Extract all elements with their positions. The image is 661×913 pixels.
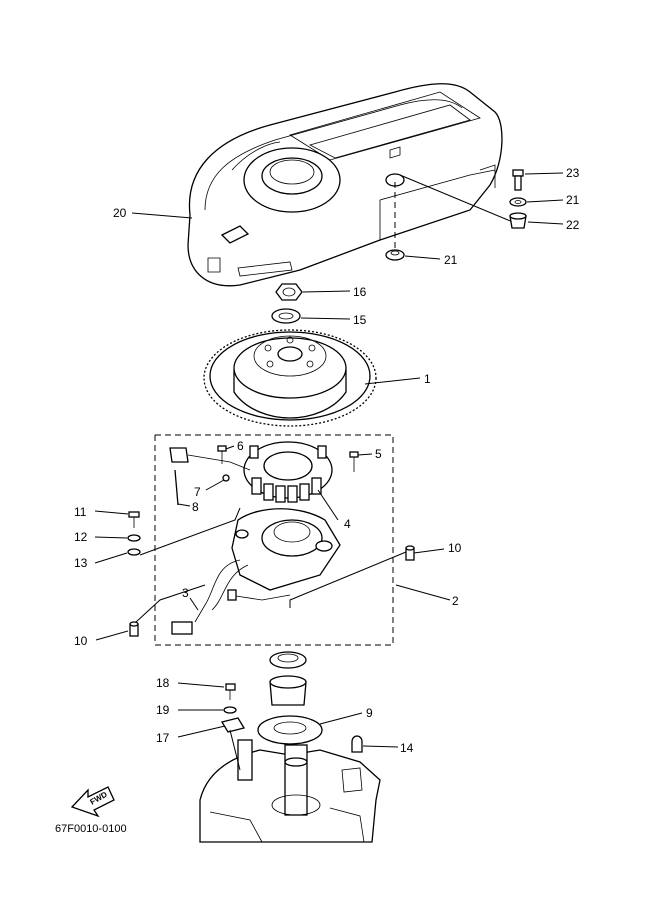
part-12-washer[interactable] bbox=[127, 534, 141, 542]
flywheel-cover[interactable] bbox=[187, 83, 503, 287]
callout-18[interactable]: 18 bbox=[156, 676, 170, 690]
callout-1[interactable]: 1 bbox=[424, 372, 431, 386]
part-17-plate[interactable] bbox=[220, 717, 246, 733]
part-5-screw[interactable] bbox=[349, 451, 359, 472]
callout-19[interactable]: 19 bbox=[156, 703, 170, 717]
part-9-plate[interactable] bbox=[257, 715, 323, 745]
callout-9[interactable]: 9 bbox=[366, 706, 373, 720]
leader-14 bbox=[362, 745, 399, 748]
cover-bolt-leader bbox=[399, 174, 521, 226]
callout-23[interactable]: 23 bbox=[566, 166, 580, 180]
drawing-code: 67F0010-0100 bbox=[55, 823, 127, 835]
leader-2 bbox=[395, 584, 451, 601]
callout-21-lower[interactable]: 21 bbox=[444, 253, 458, 267]
part-16-nut[interactable] bbox=[275, 283, 303, 301]
part-22-grommet[interactable] bbox=[509, 212, 527, 229]
callout-21-upper[interactable]: 21 bbox=[566, 193, 580, 207]
callout-22[interactable]: 22 bbox=[566, 218, 580, 232]
callout-20[interactable]: 20 bbox=[113, 206, 127, 220]
part-23-bolt[interactable] bbox=[512, 169, 524, 191]
part-18-bolt[interactable] bbox=[225, 683, 236, 700]
leader-15 bbox=[300, 317, 351, 320]
leader-3 bbox=[189, 597, 199, 611]
callout-3[interactable]: 3 bbox=[182, 586, 189, 600]
stator-assembly-box bbox=[154, 434, 394, 646]
bolt-18-axis bbox=[229, 729, 241, 771]
callout-10-left[interactable]: 10 bbox=[74, 634, 88, 648]
part-11-screw[interactable] bbox=[128, 511, 140, 528]
callout-13[interactable]: 13 bbox=[74, 556, 88, 570]
part-13-washer[interactable] bbox=[127, 548, 141, 556]
part-21-washer-upper[interactable] bbox=[509, 197, 527, 207]
pulser-base-plate[interactable] bbox=[231, 508, 341, 591]
callout-2[interactable]: 2 bbox=[452, 594, 459, 608]
stator-lead-plug[interactable] bbox=[169, 447, 251, 471]
leader-23 bbox=[524, 172, 564, 175]
leader-13 bbox=[94, 552, 128, 564]
leader-6 bbox=[225, 445, 235, 450]
leader-4 bbox=[317, 489, 339, 521]
part-10-dowel-pin-left[interactable] bbox=[129, 621, 139, 637]
fwd-arrow-icon: FWD bbox=[70, 786, 115, 818]
callout-6[interactable]: 6 bbox=[237, 439, 244, 453]
leader-18 bbox=[177, 682, 225, 688]
leader-9 bbox=[319, 712, 363, 725]
part-21-grommet-lower[interactable] bbox=[385, 249, 405, 261]
part-3-wire-harness[interactable] bbox=[171, 559, 291, 635]
part-19-washer[interactable] bbox=[223, 706, 237, 714]
part-7-clamp[interactable] bbox=[222, 474, 230, 482]
leader-22 bbox=[527, 221, 564, 225]
part-15-washer[interactable] bbox=[271, 308, 301, 324]
leader-17 bbox=[177, 725, 226, 738]
leader-16 bbox=[302, 290, 351, 293]
engine-block bbox=[199, 739, 381, 843]
callout-8[interactable]: 8 bbox=[192, 500, 199, 514]
part-10-dowel-pin-right[interactable] bbox=[405, 545, 415, 561]
leader-21-upper bbox=[526, 199, 564, 203]
callout-4[interactable]: 4 bbox=[344, 517, 351, 531]
callout-11[interactable]: 11 bbox=[74, 505, 87, 519]
callout-15[interactable]: 15 bbox=[353, 313, 367, 327]
part-4-stator-coil[interactable] bbox=[243, 441, 333, 503]
leader-7 bbox=[205, 479, 225, 491]
leader-11-13-to-plate bbox=[139, 507, 241, 556]
leader-10-right bbox=[413, 548, 445, 554]
leader-20 bbox=[131, 212, 193, 219]
part-8-bolt[interactable] bbox=[174, 469, 179, 506]
leader-5 bbox=[357, 453, 373, 456]
leader-12 bbox=[94, 536, 128, 539]
leader-8 bbox=[177, 503, 191, 507]
leader-1 bbox=[364, 377, 421, 385]
callout-5[interactable]: 5 bbox=[375, 447, 382, 461]
leader-10-left bbox=[95, 630, 129, 641]
pin-left-axis bbox=[135, 584, 206, 623]
callout-16[interactable]: 16 bbox=[353, 285, 367, 299]
callout-7[interactable]: 7 bbox=[194, 485, 201, 499]
flywheel-magneto[interactable] bbox=[203, 329, 377, 427]
part-14-woodruff-key[interactable] bbox=[351, 735, 363, 753]
callout-10-right[interactable]: 10 bbox=[448, 541, 462, 555]
callout-14[interactable]: 14 bbox=[400, 741, 414, 755]
starter-collar[interactable] bbox=[269, 651, 307, 706]
leader-11 bbox=[94, 510, 129, 515]
pin-right-axis bbox=[289, 551, 407, 608]
callout-17[interactable]: 17 bbox=[156, 731, 170, 745]
callout-12[interactable]: 12 bbox=[74, 530, 88, 544]
leader-21-lower bbox=[404, 255, 441, 260]
